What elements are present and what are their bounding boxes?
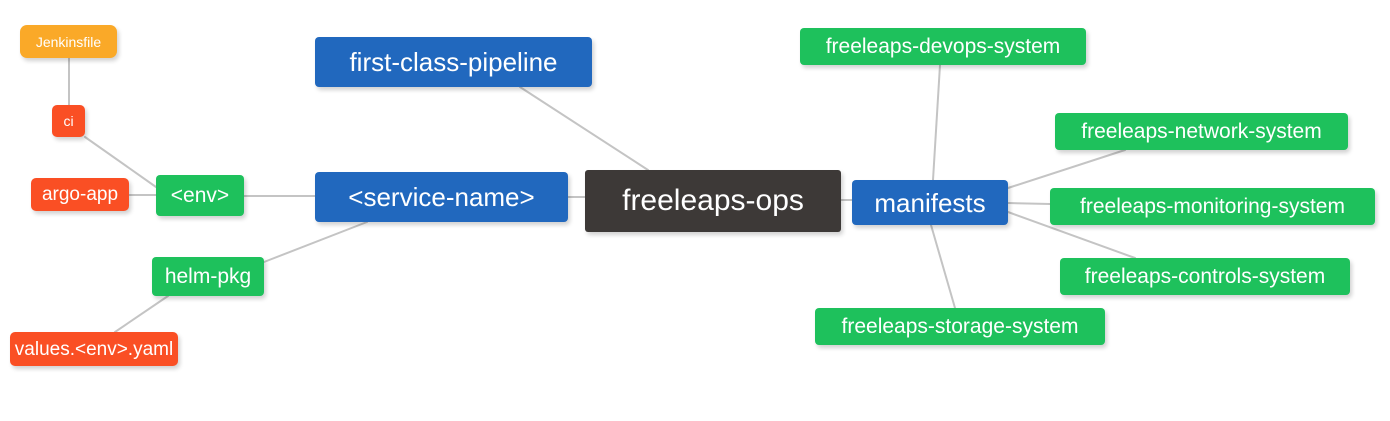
- node-label: freeleaps-monitoring-system: [1080, 195, 1345, 218]
- edge-helm-pkg-to-values-env-yaml: [114, 295, 169, 333]
- mindmap-node-freeleaps-ops[interactable]: freeleaps-ops: [585, 170, 841, 232]
- node-label: <service-name>: [348, 182, 535, 212]
- mindmap-node-helm-pkg[interactable]: helm-pkg: [152, 257, 264, 296]
- node-label: freeleaps-network-system: [1081, 120, 1322, 143]
- mindmap-node-env[interactable]: <env>: [156, 175, 244, 216]
- mindmap-node-freeleaps-devops-system[interactable]: freeleaps-devops-system: [800, 28, 1086, 65]
- edge-manifests-to-freeleaps-storage-system: [930, 224, 956, 309]
- edge-manifests-to-freeleaps-monitoring-system: [1007, 202, 1051, 205]
- mindmap-node-freeleaps-network-system[interactable]: freeleaps-network-system: [1055, 113, 1348, 150]
- edge-freeleaps-devops-system-to-manifests: [932, 64, 941, 181]
- node-label: manifests: [874, 187, 986, 218]
- node-label: freeleaps-storage-system: [841, 315, 1079, 338]
- node-label: argo-app: [41, 184, 119, 205]
- node-label: first-class-pipeline: [349, 47, 558, 77]
- mindmap-node-values-env-yaml[interactable]: values.<env>.yaml: [10, 332, 178, 366]
- mindmap-node-freeleaps-controls-system[interactable]: freeleaps-controls-system: [1060, 258, 1350, 295]
- node-label: <env>: [170, 184, 230, 207]
- node-label: freeleaps-ops: [622, 184, 804, 217]
- mindmap-node-freeleaps-storage-system[interactable]: freeleaps-storage-system: [815, 308, 1105, 345]
- node-label: ci: [63, 113, 74, 129]
- mindmap-node-freeleaps-monitoring-system[interactable]: freeleaps-monitoring-system: [1050, 188, 1375, 225]
- mindmap-node-jenkinsfile[interactable]: Jenkinsfile: [20, 25, 117, 58]
- node-label: helm-pkg: [164, 265, 252, 288]
- node-label: freeleaps-controls-system: [1084, 265, 1326, 288]
- node-label: freeleaps-devops-system: [825, 35, 1061, 58]
- mindmap-node-ci[interactable]: ci: [52, 105, 85, 137]
- edge-first-class-pipeline-to-freeleaps-ops: [519, 86, 649, 171]
- mindmap-node-argo-app[interactable]: argo-app: [31, 178, 129, 211]
- mindmap-node-first-class-pipeline[interactable]: first-class-pipeline: [315, 37, 592, 87]
- edge-manifests-to-freeleaps-network-system: [1007, 149, 1126, 189]
- node-label: values.<env>.yaml: [14, 338, 174, 360]
- edge-service-name-to-helm-pkg: [263, 221, 368, 263]
- mindmap-node-manifests[interactable]: manifests: [852, 180, 1008, 225]
- node-label: Jenkinsfile: [35, 33, 102, 50]
- mindmap-node-service-name[interactable]: <service-name>: [315, 172, 568, 222]
